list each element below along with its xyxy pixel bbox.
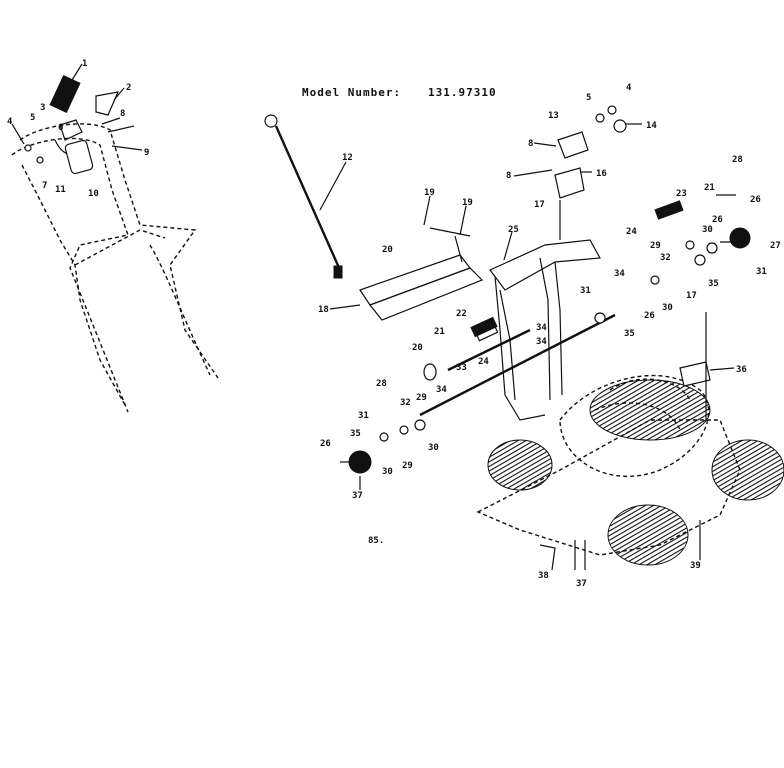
callout-12: 12 [342,153,353,163]
callout-36: 36 [736,365,747,375]
callout-31b: 31 [580,286,591,296]
callout-26b: 26 [712,215,723,225]
callout-20: 20 [382,245,393,255]
control-cable [264,114,343,279]
callout-29b: 29 [416,393,427,403]
callout-19: 19 [424,188,435,198]
callout-4b: 4 [626,83,632,93]
handle-assembly [11,75,219,413]
callout-labels: 1 2 3 4 5 6 7 8 9 10 11 12 18 19 19 20 2… [7,59,781,589]
callout-32: 32 [660,253,671,263]
callout-11: 11 [55,185,66,195]
leader-lines [11,63,740,490]
callout-9: 9 [144,148,149,158]
callout-20b: 20 [412,343,423,353]
callout-4: 4 [7,117,13,127]
callout-5b: 5 [586,93,591,103]
callout-23: 23 [676,189,687,199]
callout-26: 26 [750,195,761,205]
callout-8b: 8 [528,139,533,149]
callout-3: 3 [40,103,45,113]
callout-24b: 24 [478,357,489,367]
callout-34c: 34 [536,337,547,347]
callout-35: 35 [708,279,719,289]
model-number-label: Model Number: [302,86,401,99]
callout-22: 22 [456,309,467,319]
callout-17b: 17 [686,291,697,301]
callout-30: 30 [702,225,713,235]
callout-30b: 30 [662,303,673,313]
mower-deck [476,312,784,571]
callout-25: 25 [508,225,519,235]
callout-26d: 26 [320,439,331,449]
deflector-plate [359,227,484,321]
callout-8: 8 [120,109,125,119]
callout-32b: 32 [400,398,411,408]
model-number-value: 131.97310 [428,86,497,99]
page-number: 85. [368,536,384,546]
bracket-assembly [513,105,627,240]
callout-14: 14 [646,121,657,131]
callout-31c: 31 [358,411,369,421]
callout-21b: 21 [434,327,445,337]
callout-5: 5 [30,113,35,123]
wheel-cap [348,227,751,474]
callout-13: 13 [548,111,559,121]
callout-38: 38 [538,571,549,581]
callout-30c: 30 [428,443,439,453]
callout-6: 6 [58,123,63,133]
callout-27: 27 [770,241,781,251]
callout-16: 16 [596,169,607,179]
callout-34: 34 [614,269,625,279]
callout-34b: 34 [536,323,547,333]
callout-31: 31 [756,267,767,277]
callout-37b: 37 [576,579,587,589]
callout-30d: 30 [382,467,393,477]
callout-35c: 35 [350,429,361,439]
callout-2: 2 [126,83,131,93]
callout-26c: 26 [644,311,655,321]
callout-29: 29 [650,241,661,251]
callout-18: 18 [318,305,329,315]
callout-34d: 34 [436,385,447,395]
callout-19b: 19 [462,198,473,208]
callout-24: 24 [626,227,637,237]
hardware-parts [340,194,736,463]
callout-7: 7 [42,181,47,191]
callout-17: 17 [534,200,545,210]
spring-part [470,200,684,338]
callout-28: 28 [732,155,743,165]
spring-part [49,75,81,113]
callout-33: 33 [456,363,467,373]
callout-28b: 28 [376,379,387,389]
callout-1: 1 [82,59,87,69]
callout-10: 10 [88,189,99,199]
callout-8c: 8 [506,171,511,181]
callout-37: 37 [352,491,363,501]
callout-35b: 35 [624,329,635,339]
callout-29c: 29 [402,461,413,471]
axle-rod [419,313,616,417]
callout-21: 21 [704,183,715,193]
callout-39: 39 [690,561,701,571]
